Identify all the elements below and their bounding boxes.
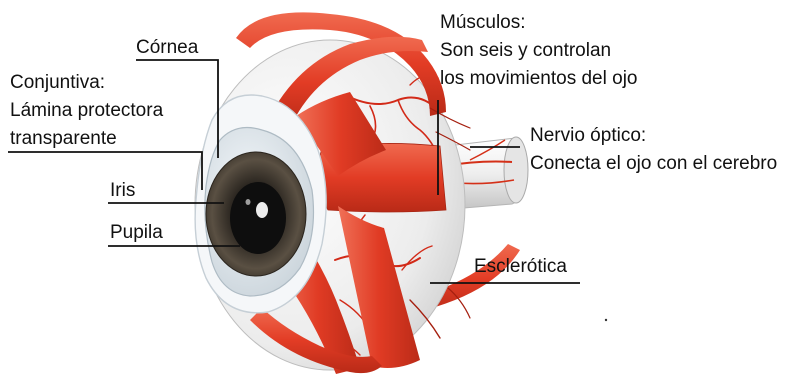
stray-dot <box>605 319 607 321</box>
label-musculos-title: Músculos: <box>440 12 526 34</box>
label-cornea: Córnea <box>136 37 198 59</box>
label-iris: Iris <box>110 180 135 202</box>
label-conjuntiva-title: Conjuntiva: <box>10 72 105 94</box>
label-esclerotica: Esclerótica <box>474 256 567 278</box>
label-nervio-line1: Conecta el ojo con el cerebro <box>530 153 777 175</box>
label-musculos-line1: Son seis y controlan <box>440 40 611 62</box>
label-musculos-line2: los movimientos del ojo <box>440 68 637 90</box>
label-nervio-title: Nervio óptico: <box>530 125 646 147</box>
leader-conjuntiva <box>8 152 202 190</box>
label-conjuntiva-line2: transparente <box>10 128 117 150</box>
label-pupila: Pupila <box>110 222 163 244</box>
label-conjuntiva-line1: Lámina protectora <box>10 100 163 122</box>
pupil <box>230 182 286 254</box>
